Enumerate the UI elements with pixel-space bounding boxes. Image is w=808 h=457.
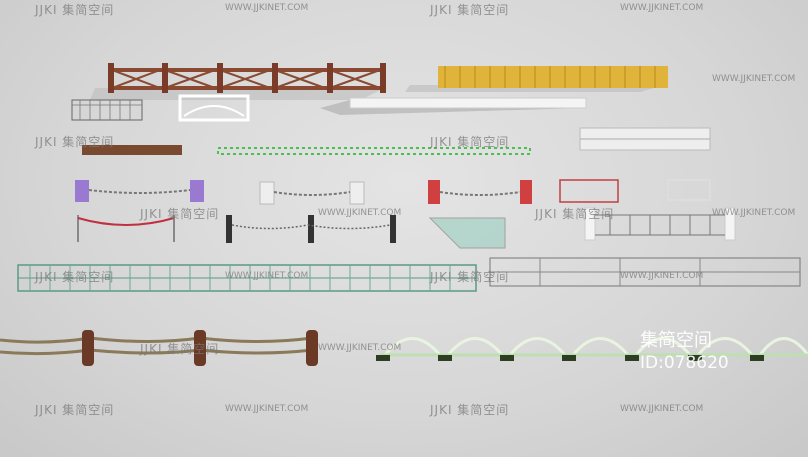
watermark-url: WWW.JJKINET.COM [620, 404, 704, 414]
stone-chain-posts [259, 181, 365, 205]
small-metal-railing [71, 99, 143, 121]
watermark-url: WWW.JJKINET.COM [318, 208, 402, 218]
red-chain-posts [428, 180, 532, 204]
watermark-url: WWW.JJKINET.COM [620, 3, 704, 13]
watermark-logo: JJKI 集简空间 [35, 3, 115, 17]
glass-panel-barrier [428, 217, 506, 249]
watermark-logo: JJKI 集简空间 [430, 135, 510, 149]
white-post-railing [584, 207, 736, 241]
white-barrier-rail [320, 97, 587, 115]
watermark-url: WWW.JJKINET.COM [712, 74, 796, 84]
watermark-logo: JJKI 集简空间 [140, 207, 220, 221]
watermark-logo: JJKI 集简空间 [35, 403, 115, 417]
watermark-url: WWW.JJKINET.COM [318, 343, 402, 353]
stamp-id: ID:078620 [640, 353, 729, 373]
watermark-url: WWW.JJKINET.COM [225, 271, 309, 281]
rope-barrier [77, 215, 175, 242]
watermark-logo: JJKI 集简空间 [35, 270, 115, 284]
watermark-logo: JJKI 集简空间 [35, 135, 115, 149]
yellow-picket-fence [405, 66, 668, 92]
wooden-cross-fence [90, 63, 386, 100]
arched-garden-fence [380, 337, 808, 357]
white-frame-barrier [667, 179, 711, 201]
watermark-logo: JJKI 集简空间 [430, 403, 510, 417]
bollard-chain [226, 215, 396, 243]
teal-picket-fence [17, 264, 477, 292]
green-low-fence [217, 147, 531, 155]
watermark-logo: JJKI 集简空间 [430, 270, 510, 284]
watermark-url: WWW.JJKINET.COM [620, 271, 704, 281]
watermark-url: WWW.JJKINET.COM [225, 3, 309, 13]
watermark-logo: JJKI 集简空间 [140, 342, 220, 356]
low-wood-fence [82, 145, 182, 155]
purple-chain-posts [75, 180, 204, 202]
id-stamp: 集简空间 ID:078620 [640, 330, 729, 374]
rope-log-fence [0, 330, 318, 366]
white-mesh-fence [579, 127, 711, 151]
watermark-url: WWW.JJKINET.COM [225, 404, 309, 414]
fence-base-blocks [376, 355, 764, 361]
watermark-logo: JJKI 集简空间 [535, 207, 615, 221]
white-arched-gate [178, 94, 250, 122]
watermark-url: WWW.JJKINET.COM [712, 208, 796, 218]
stamp-brand: 集简空间 [640, 330, 712, 351]
red-frame-barrier [559, 179, 619, 203]
wire-mesh-fence [489, 257, 801, 287]
watermark-logo: JJKI 集简空间 [430, 3, 510, 17]
